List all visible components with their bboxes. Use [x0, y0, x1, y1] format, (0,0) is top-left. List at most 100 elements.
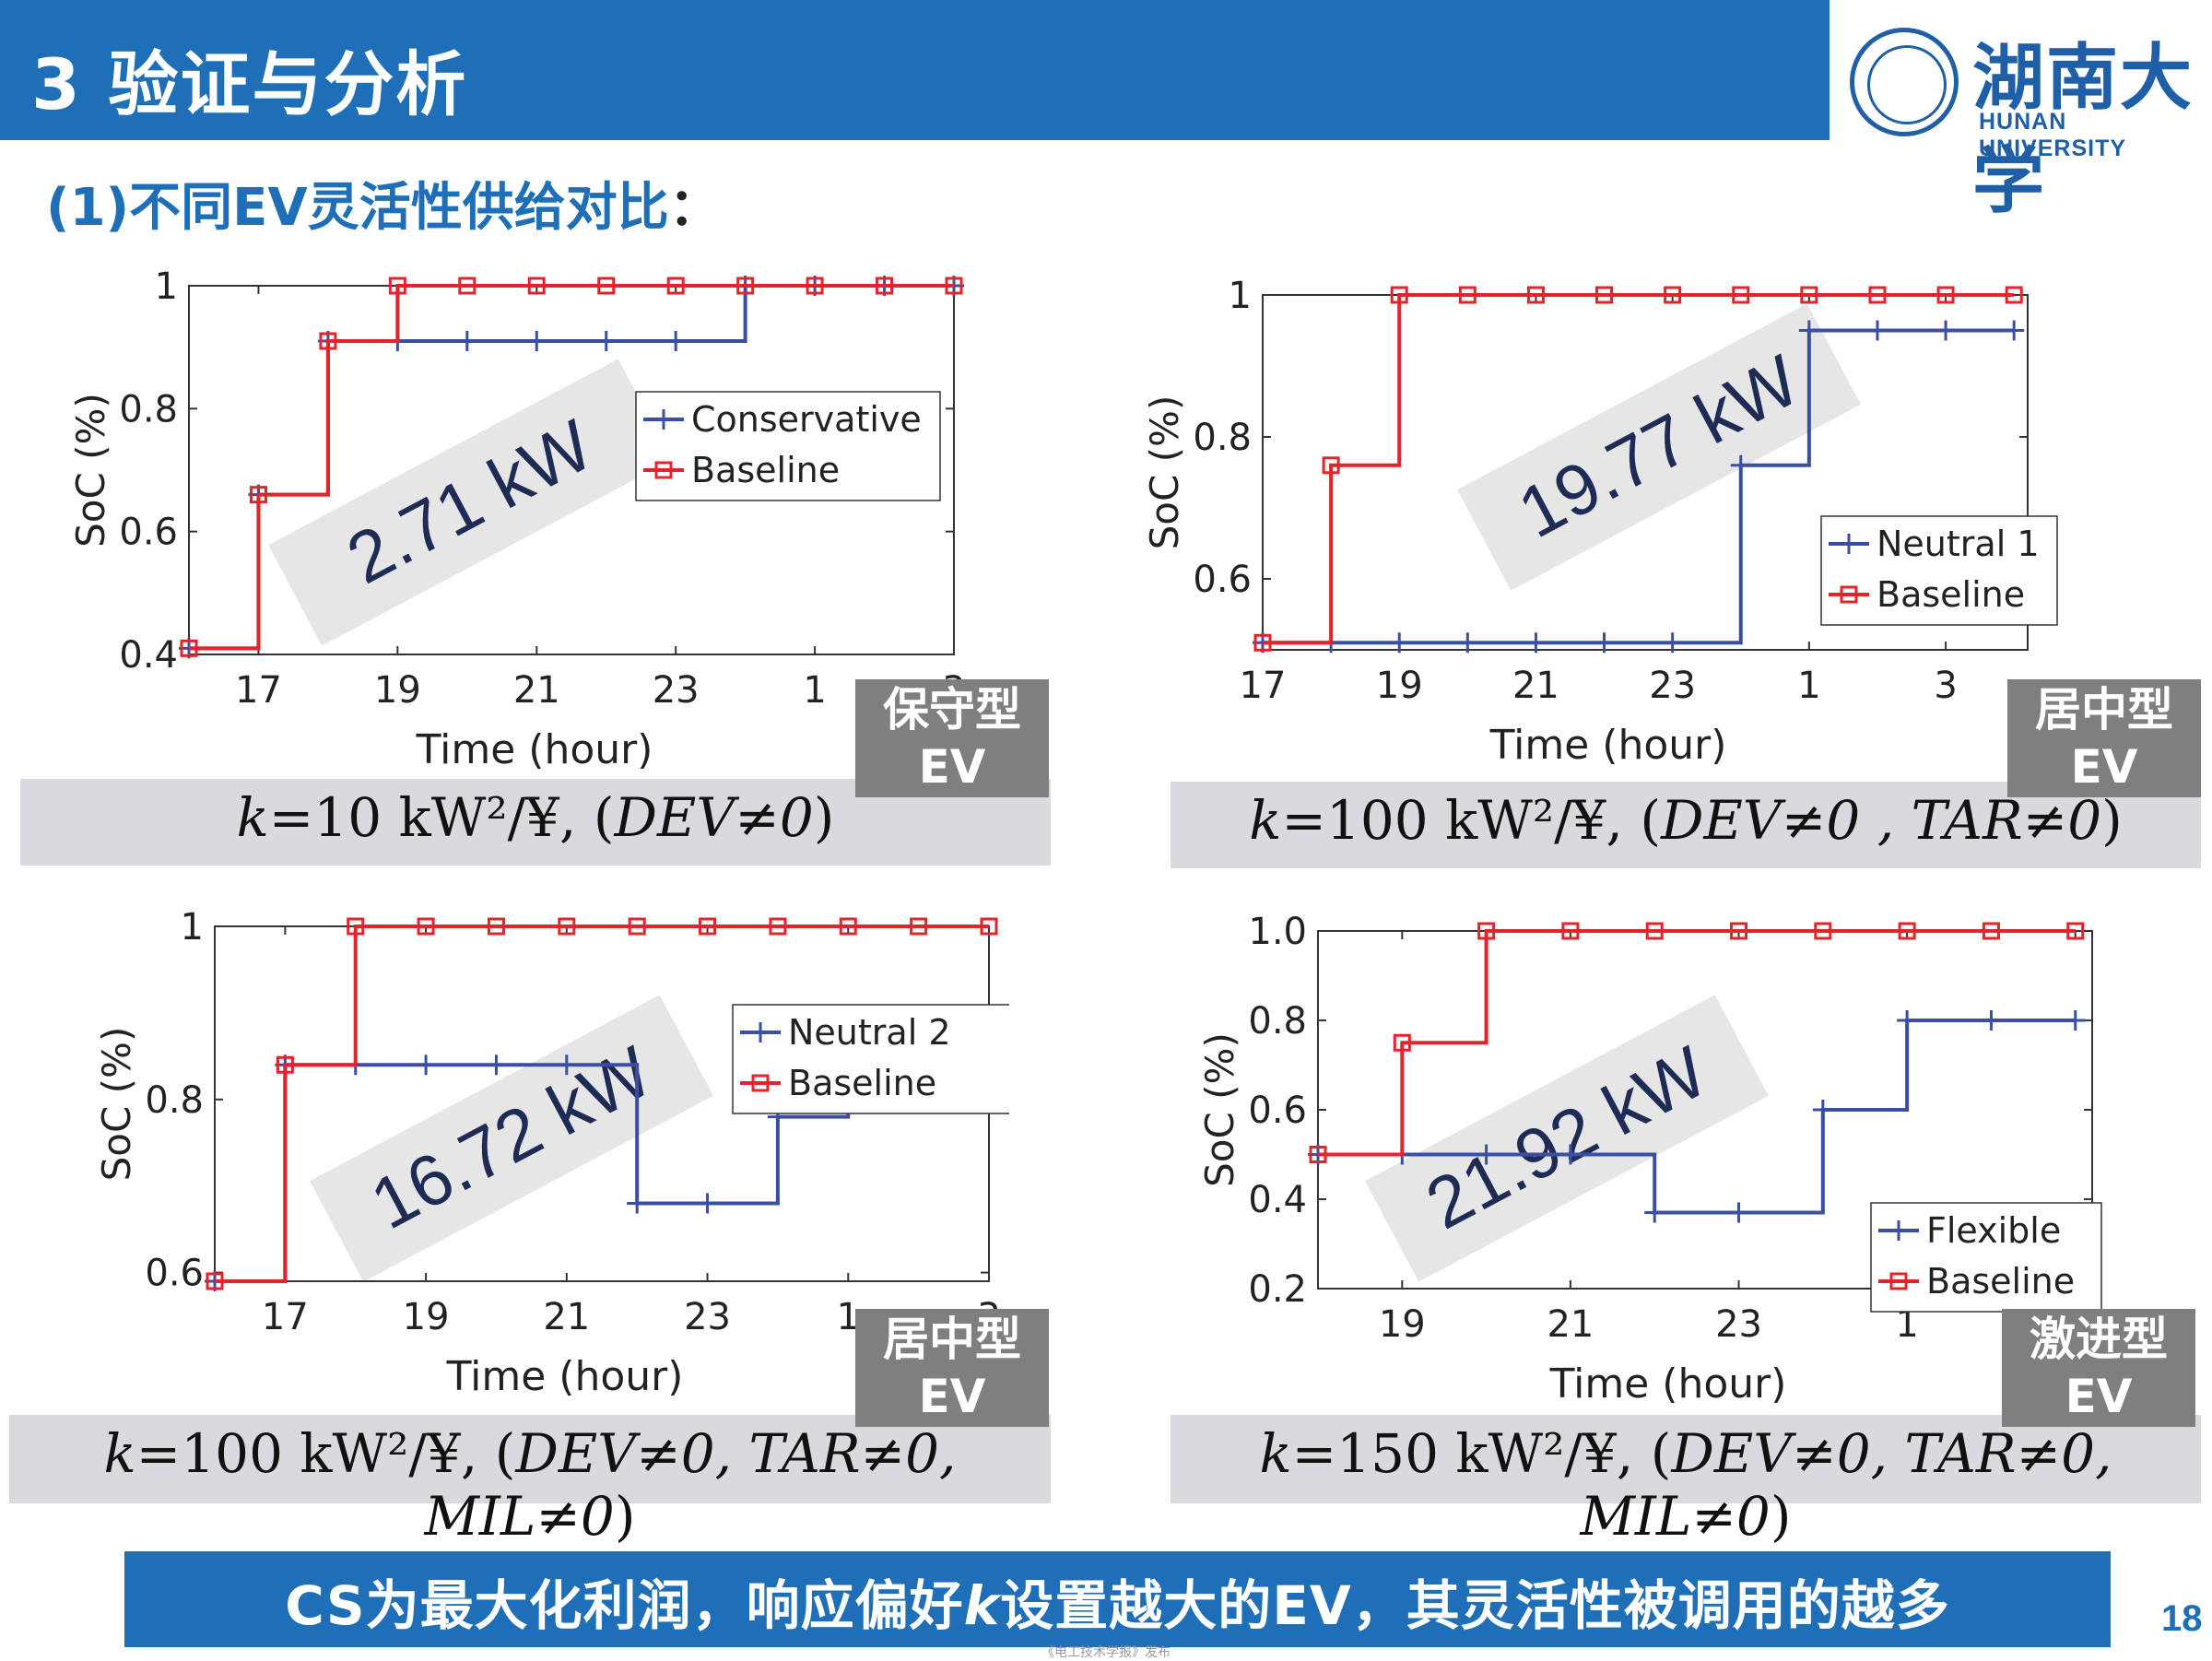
data-point-square	[597, 277, 616, 295]
legend-marker	[653, 409, 674, 430]
data-point-plus	[1525, 632, 1547, 654]
legend-label: Flexible	[1926, 1210, 2061, 1251]
formula-2: k=100 kW²/¥, (DEV≠0 , TAR≠0)	[1249, 789, 2123, 852]
data-point-square	[1393, 1033, 1411, 1052]
y-tick-label: 0.6	[1248, 1090, 1307, 1132]
x-tick-label: 3	[1934, 665, 1957, 707]
data-point-square	[699, 917, 717, 936]
data-point-square	[527, 277, 546, 295]
legend-marker	[654, 461, 673, 479]
data-point-square	[1390, 286, 1408, 304]
subtitle-colon: ：	[668, 178, 721, 238]
y-axis-label: SoC (%)	[94, 1027, 139, 1182]
chart-flexible: 21.92 kW0.20.40.60.81.019212313Time (hou…	[1197, 911, 2102, 1406]
legend-box	[1820, 515, 2058, 626]
conclusion-text: CS为最大化利润，响应偏好k设置越大的EV，其灵活性被调用的越多	[285, 1574, 1950, 1637]
university-logo: 湖南大学 HUNAN UNIVERSITY	[1839, 9, 2207, 223]
y-tick-label: 0.8	[119, 388, 178, 430]
x-tick-label: 23	[653, 669, 700, 712]
data-point-plus	[595, 331, 617, 351]
legend-label: Neutral 1	[1877, 524, 2040, 564]
x-tick-label: 1	[803, 669, 826, 712]
x-tick-label: 21	[1512, 665, 1559, 707]
y-tick-label: 0.6	[119, 512, 178, 554]
x-tick-label: 23	[1649, 665, 1696, 707]
annotation-band	[1365, 995, 1769, 1282]
data-point-square	[945, 277, 963, 295]
data-point-plus	[1457, 632, 1478, 654]
y-tick-label: 1	[155, 265, 178, 308]
x-tick-label: 19	[403, 1296, 450, 1338]
power-annotation-group: 19.77 kW	[1457, 303, 1861, 591]
data-point-square	[1898, 922, 1916, 940]
data-point-square	[206, 1272, 224, 1290]
data-point-square	[1814, 922, 1832, 940]
legend-label: Neutral 2	[788, 1012, 951, 1053]
y-tick-label: 0.8	[1193, 417, 1252, 459]
series-line-baseline	[1263, 293, 2015, 645]
data-point-square	[876, 277, 894, 295]
data-point-plus	[416, 1054, 437, 1076]
x-tick-label: 19	[1376, 665, 1423, 707]
data-point-plus	[697, 1193, 718, 1214]
logo-english-name: HUNAN UNIVERSITY	[1979, 109, 2127, 161]
data-point-square	[319, 332, 337, 350]
legend-marker	[1839, 534, 1859, 554]
y-axis-label: SoC (%)	[68, 393, 113, 548]
data-point-square	[1595, 286, 1614, 304]
data-point-square	[910, 917, 928, 936]
y-tick-label: 0.8	[1248, 1000, 1307, 1043]
data-point-square	[249, 486, 267, 504]
y-axis-label: SoC (%)	[1197, 1032, 1242, 1187]
data-point-square	[1800, 286, 1818, 304]
data-point-square	[276, 1055, 294, 1074]
data-point-square	[1664, 286, 1682, 304]
data-point-plus	[1644, 1202, 1665, 1223]
power-annotation-group: 16.72 kW	[310, 995, 713, 1282]
data-point-square	[2066, 922, 2085, 940]
legend-marker	[750, 1022, 771, 1043]
legend-marker	[1889, 1272, 1908, 1290]
legend-box	[732, 1004, 1009, 1114]
data-point-plus	[526, 331, 547, 351]
x-tick-label: 19	[1379, 1303, 1426, 1346]
data-point-square	[180, 639, 198, 657]
legend-label: Conservative	[691, 399, 922, 440]
data-point-square	[1645, 922, 1664, 940]
y-tick-label: 0.6	[145, 1253, 204, 1295]
data-point-square	[417, 917, 435, 936]
data-point-square	[487, 917, 505, 936]
section-subtitle: (1)不同EV灵活性供给对比：	[46, 166, 721, 241]
legend-label: Baseline	[1926, 1261, 2075, 1302]
formula-bar-4: k=150 kW²/¥, (DEV≠0, TAR≠0, MIL≠0)	[1171, 1415, 2201, 1548]
y-tick-label: 1	[1229, 275, 1252, 317]
data-point-plus	[1559, 1144, 1581, 1165]
data-point-square	[839, 917, 857, 936]
data-point-plus	[627, 1193, 648, 1214]
legend-marker	[1840, 585, 1858, 604]
data-point-square	[558, 917, 576, 936]
annotation-band	[1457, 303, 1861, 591]
data-point-square	[1730, 922, 1748, 940]
y-tick-label: 1	[181, 906, 204, 948]
logo-chinese-name: 湖南大学	[1972, 36, 2194, 223]
data-point-square	[1526, 286, 1545, 304]
data-point-square	[1322, 456, 1340, 475]
data-point-plus	[665, 331, 687, 351]
legend-box	[1870, 1202, 2102, 1313]
x-tick-label: 17	[1240, 665, 1287, 707]
series-line-neutral-1	[1263, 328, 2015, 645]
data-point-square	[806, 277, 824, 295]
data-point-plus	[1981, 1010, 2002, 1031]
x-tick-label: 21	[1547, 1303, 1594, 1346]
data-point-square	[1732, 286, 1750, 304]
y-tick-label: 0.6	[1193, 559, 1252, 601]
x-axis-label: Time (hour)	[1549, 1361, 1787, 1406]
publisher-credit: 《电工技术学报》发布	[1041, 1645, 1171, 1660]
